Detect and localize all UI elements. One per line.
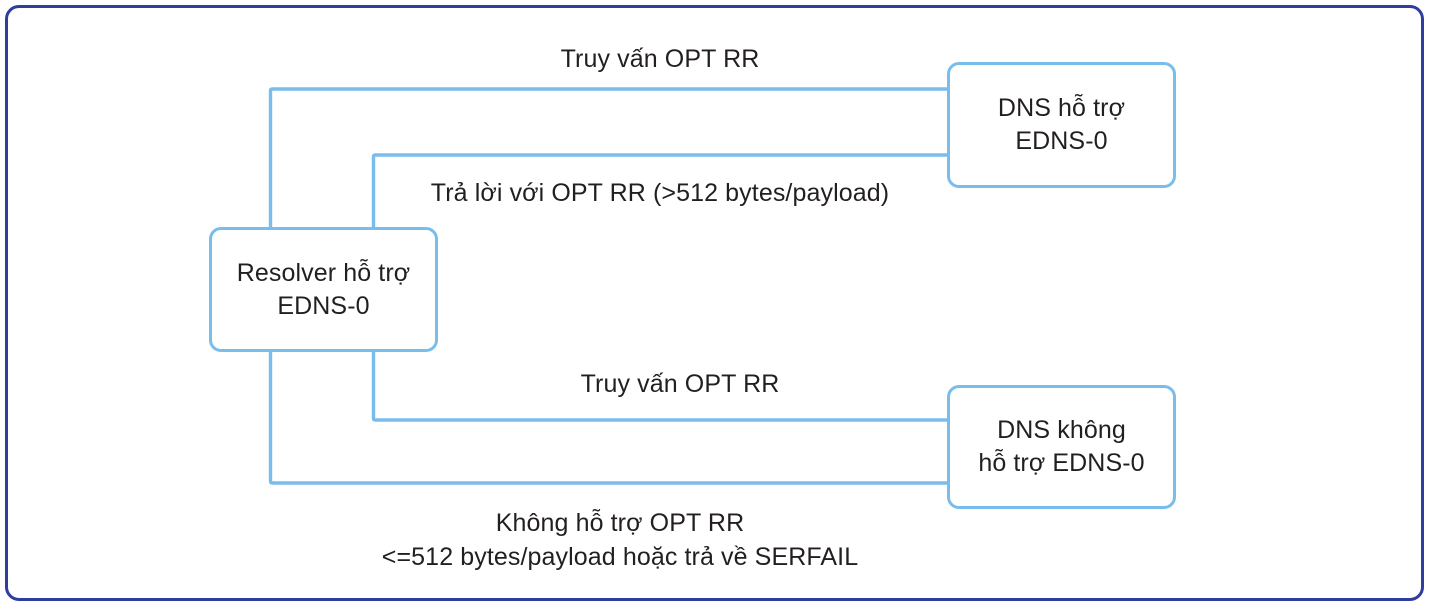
edge-label-query-top: Truy vấn OPT RR	[560, 45, 760, 73]
edge-label-nosupport-bottom: Không hỗ trợ OPT RR <=512 bytes/payload …	[381, 509, 859, 571]
node-dns-unsupported[interactable]: DNS không hỗ trợ EDNS-0	[947, 385, 1176, 509]
node-dns-supported[interactable]: DNS hỗ trợ EDNS-0	[947, 62, 1176, 188]
edge-label-query-bottom: Truy vấn OPT RR	[580, 370, 780, 398]
node-resolver[interactable]: Resolver hỗ trợ EDNS-0	[209, 227, 438, 352]
edge-label-reply-top: Trả lời với OPT RR (>512 bytes/payload)	[430, 179, 890, 207]
